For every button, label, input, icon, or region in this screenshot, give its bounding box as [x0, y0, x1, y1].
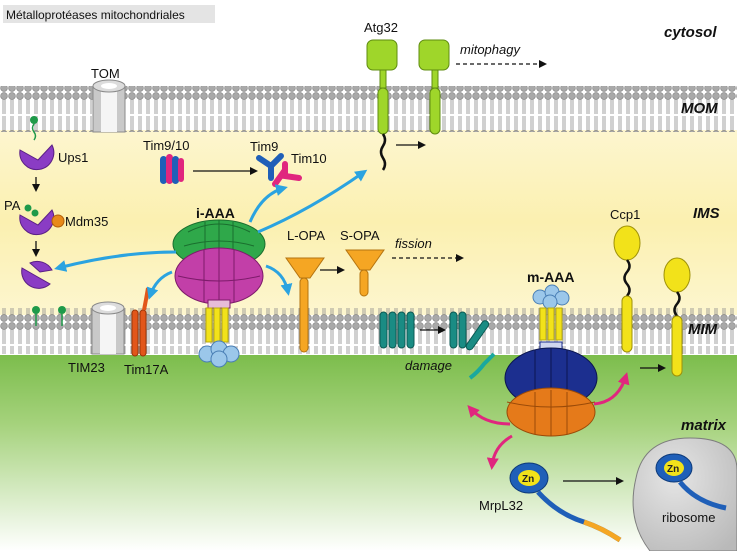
damage-label: damage: [405, 358, 452, 373]
tom-label: TOM: [91, 66, 120, 81]
title: Métalloprotéases mitochondriales: [6, 8, 185, 22]
ribosome-zn-label: Zn: [667, 464, 679, 475]
mrpl32-protein: Zn: [509, 462, 622, 543]
i-aaa-label: i-AAA: [196, 205, 235, 221]
fission-label: fission: [395, 236, 432, 251]
i-aaa-arrow-to-tim17a: [146, 270, 173, 300]
matrix-background: [0, 355, 737, 551]
i-aaa-complex: [172, 219, 266, 368]
i-aaa-arrow-to-ups1: [54, 250, 177, 272]
tom-channel: [92, 79, 126, 133]
pa-lipid-cargo: [30, 116, 38, 141]
m-aaa-complex: [504, 284, 598, 437]
tim23-label: TIM23: [68, 360, 105, 375]
region-label-matrix: matrix: [681, 417, 727, 434]
s-opa-label: S-OPA: [340, 228, 380, 243]
intact-membrane-protein: [379, 311, 415, 349]
title-box: [3, 5, 215, 23]
atg32-label: Atg32: [364, 20, 398, 35]
region-label-mom: MOM: [681, 100, 718, 117]
i-aaa-arrow-to-atg32: [257, 169, 368, 234]
mitophagy-label: mitophagy: [460, 42, 521, 57]
l-opa-protein: [285, 257, 325, 353]
i-aaa-arrow-to-l-opa: [265, 264, 293, 296]
ribosome-label: ribosome: [662, 510, 715, 525]
mdm35-protein: [51, 214, 65, 228]
region-label-mim: MIM: [688, 321, 718, 338]
i-aaa-arrow-to-tim9-10: [248, 184, 288, 223]
s-opa-protein: [345, 249, 385, 297]
ups1-protein: [19, 144, 55, 171]
mrpl32-label: MrpL32: [479, 498, 523, 513]
tim9-fragment: [256, 153, 284, 181]
ribosome: Zn: [632, 437, 737, 551]
m-aaa-arrow-to-ccp1: [593, 372, 630, 406]
ups1-label: Ups1: [58, 150, 88, 165]
tim9-10-label: Tim9/10: [143, 138, 189, 153]
m-aaa-arrow-to-damaged: [467, 404, 511, 426]
mdm35-label: Mdm35: [65, 214, 108, 229]
pa-lipids-mim: [32, 306, 66, 326]
ccp1-label: Ccp1: [610, 207, 640, 222]
pa-label: PA: [4, 198, 21, 213]
mrpl32-zn-label: Zn: [522, 474, 534, 485]
ccp1-full: [613, 225, 641, 353]
atg32-full: [366, 39, 398, 171]
tim9-10-complex: [160, 154, 184, 184]
tim17a-label: Tim17A: [124, 362, 169, 377]
tim9-label: Tim9: [250, 139, 278, 154]
l-opa-label: L-OPA: [287, 228, 325, 243]
ups1-mdm35-complex: [19, 204, 65, 236]
atg32-cleaved: [418, 39, 450, 135]
ccp1-processed: [663, 257, 691, 377]
damaged-membrane-protein: [449, 311, 496, 380]
degraded-ups1: [21, 260, 53, 289]
tim23-channel: [91, 301, 125, 355]
tim10-fragment: [272, 161, 302, 187]
m-aaa-arrow-to-mrpl32: [486, 434, 513, 470]
region-label-ims: IMS: [693, 205, 720, 222]
region-label-cytosol: cytosol: [664, 24, 717, 41]
m-aaa-label: m-AAA: [527, 269, 574, 285]
tim10-label: Tim10: [291, 151, 327, 166]
